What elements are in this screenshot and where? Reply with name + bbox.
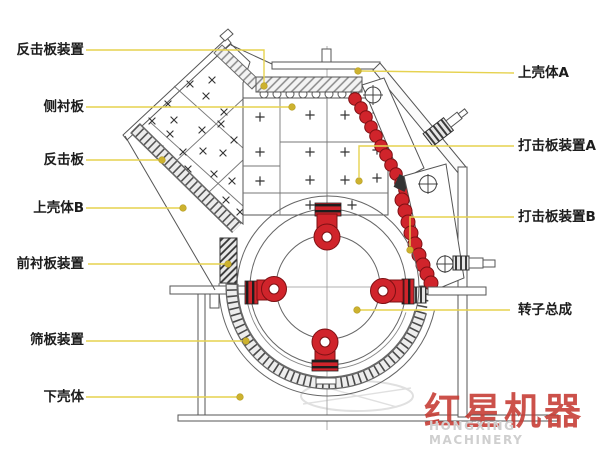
label-side-liner: 侧衬板 (43, 99, 85, 115)
rotor-hammer-left (244, 276, 287, 305)
top-plate (271, 61, 381, 70)
base-plate (177, 414, 559, 422)
rotor-hammer-right (370, 278, 415, 305)
striking-plate-device-b (394, 108, 469, 293)
label-striking-plate-device-a: 打击板装置A (518, 138, 596, 154)
label-upper-shell-a: 上壳体A (518, 65, 569, 81)
rotor-hammer-top (313, 202, 342, 251)
label-upper-shell-b: 上壳体B (33, 200, 84, 216)
rotor-assembly (236, 195, 420, 385)
leader-lines (86, 49, 515, 401)
impact-plate-band (130, 123, 242, 233)
label-lower-shell: 下壳体 (43, 389, 85, 405)
left-support-leg (197, 293, 206, 417)
label-striking-plate-device-b: 打击板装置B (518, 209, 596, 225)
impact-plate-assembly-liner (255, 76, 363, 99)
hopper-lug (219, 28, 234, 42)
label-front-liner-assembly: 前衬板装置 (16, 256, 85, 272)
label-screen-plate-assembly: 筛板装置 (30, 332, 84, 348)
feed-hopper (122, 28, 261, 291)
tension-device (413, 255, 496, 304)
label-impact-plate: 反击板 (43, 152, 85, 168)
adjusting-rod-upper (422, 108, 469, 148)
tension-bar (427, 286, 487, 296)
label-rotor-assembly: 转子总成 (518, 302, 572, 318)
top-lug (321, 48, 332, 63)
label-impact-plate-assembly: 反击板装置 (16, 42, 85, 58)
watermark-brand-cn: 红星机器 (424, 390, 584, 433)
rotor-hammer-bottom (311, 328, 339, 385)
watermark-brand-en: HONGXING MACHINERY (429, 419, 524, 447)
